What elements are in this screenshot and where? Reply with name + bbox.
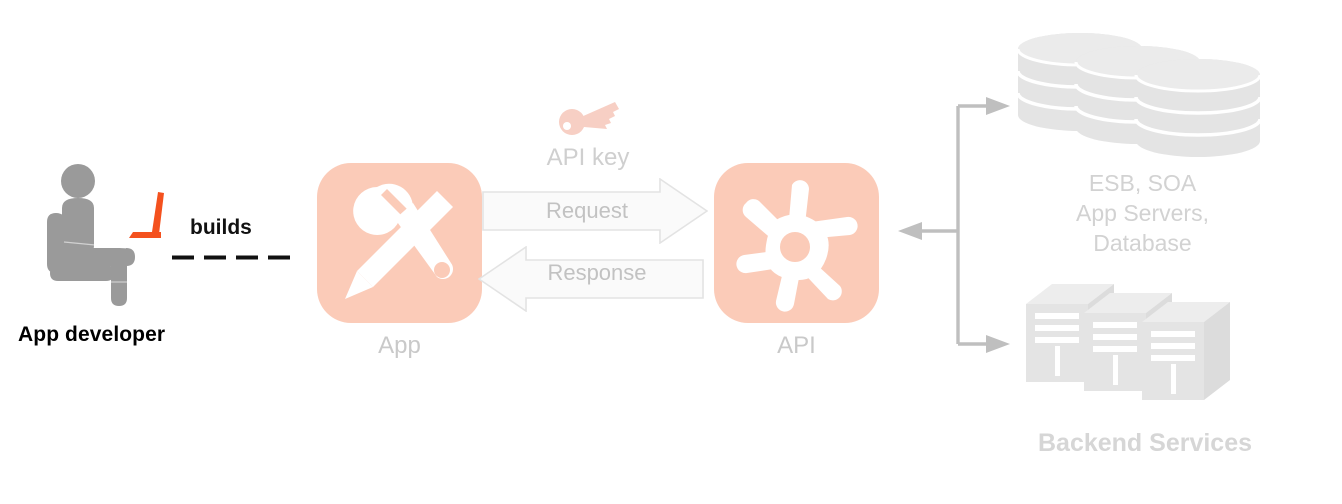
esb-label-line2: App Servers, [1076,200,1209,226]
esb-soa-label: ESB, SOA App Servers, Database [1020,168,1265,258]
esb-label-line1: ESB, SOA [1088,170,1197,196]
app-developer-label: App developer [18,323,166,346]
app-developer-icon [40,160,190,310]
api-hub-star-icon [736,180,858,312]
request-label: Request [546,198,628,223]
database-stack-icon [1016,31,1266,159]
arrowhead-servers [986,335,1010,353]
key-icon [558,98,622,140]
response-label: Response [547,260,647,285]
builds-label: builds [190,216,252,239]
esb-label-line3: Database [1093,230,1192,256]
api-node-label: API [777,332,816,359]
api-node-box[interactable] [714,163,879,323]
request-arrow [482,177,709,245]
builds-dashed-connector [170,247,302,260]
backend-services-label: Backend Services [1037,429,1253,457]
server-racks-icon [1026,282,1266,400]
backend-connector [890,92,1020,358]
response-arrow [477,245,704,313]
arrowhead-databases [986,97,1010,115]
api-key-label: API key [546,144,630,171]
wrench-and-pencil-icon [345,183,454,299]
app-node-label: App [378,332,421,359]
app-node-box[interactable] [317,163,482,323]
arrowhead-api [898,222,922,240]
